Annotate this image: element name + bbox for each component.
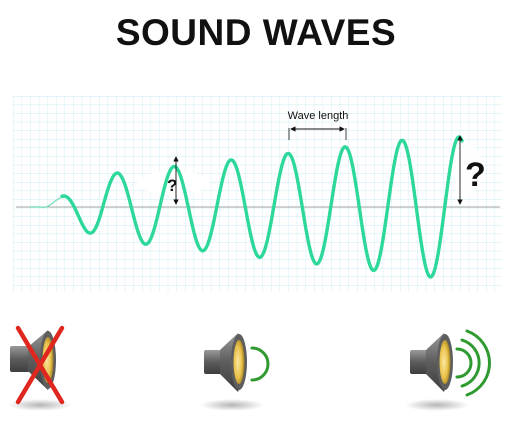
- sound-arc-icon: [460, 338, 481, 388]
- mute-cross-icon: [15, 325, 65, 405]
- amplitude-annotation-small: ?: [167, 156, 179, 205]
- sound-arc-icon: [250, 346, 270, 382]
- sound-arc-icon: [455, 347, 473, 379]
- wavelength-annotation: Wave length: [288, 110, 349, 140]
- question-mark-large: ?: [465, 156, 486, 194]
- speaker-loud-icon: [405, 329, 492, 411]
- sound-arc-icon: [465, 329, 492, 397]
- graph-grid: [13, 96, 502, 292]
- sound-wave-tail: [30, 196, 64, 209]
- wavelength-label: Wave length: [288, 110, 349, 122]
- speaker-medium-icon: [200, 333, 270, 411]
- speaker-muted-icon: [8, 325, 72, 411]
- question-mark-small: ?: [167, 176, 177, 195]
- page-title: SOUND WAVES: [115, 12, 397, 53]
- amplitude-annotation-large: ?: [457, 135, 486, 205]
- sound-waveform: [60, 135, 464, 279]
